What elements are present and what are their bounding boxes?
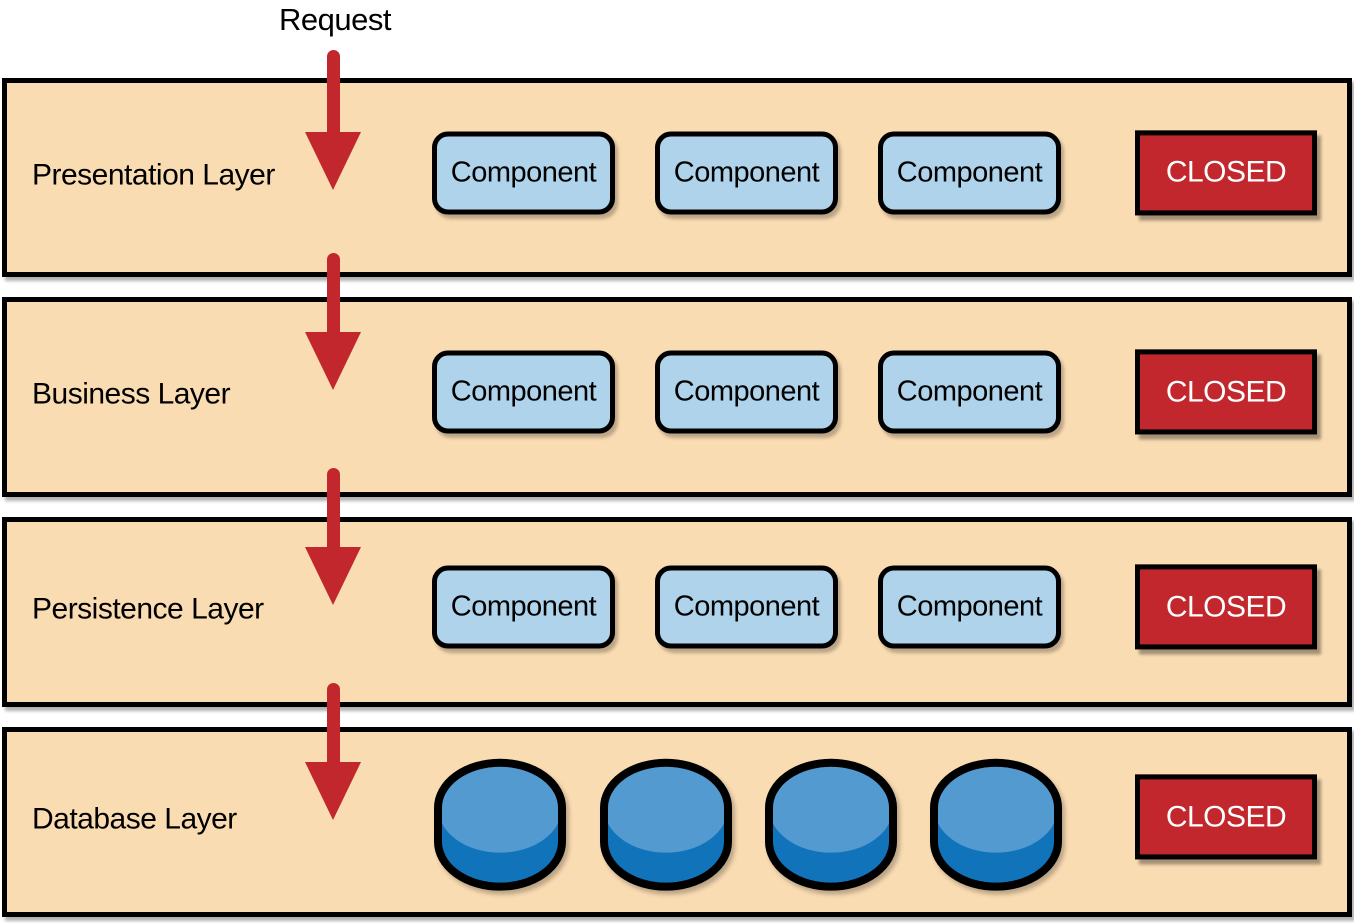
component-box: Component <box>655 131 838 215</box>
closed-status-badge: CLOSED <box>1135 564 1317 650</box>
component-box: Component <box>655 565 838 649</box>
arrow-head-icon <box>305 762 361 820</box>
arrow-head-icon <box>305 132 361 190</box>
component-box: Component <box>878 565 1061 649</box>
component-box: Component <box>878 131 1061 215</box>
arrow-shaft <box>326 468 340 549</box>
database-icon <box>765 758 897 891</box>
closed-status-badge: CLOSED <box>1135 129 1317 215</box>
component-box: Component <box>432 131 615 215</box>
database-icon <box>930 758 1062 891</box>
arrow-head-icon <box>305 332 361 390</box>
layer-label: Database Layer <box>32 802 237 836</box>
layer-label: Persistence Layer <box>32 592 264 626</box>
arrow-shaft <box>326 50 340 134</box>
request-label: Request <box>279 2 391 37</box>
arrow-head-icon <box>305 547 361 605</box>
component-box: Component <box>432 565 615 649</box>
layer-label: Business Layer <box>32 377 231 411</box>
arrow-shaft <box>326 683 340 764</box>
component-box: Component <box>878 350 1061 434</box>
request-flow-arrow <box>305 468 361 605</box>
database-icon <box>600 758 732 891</box>
layer-persistence: Persistence Layer Component Component Co… <box>2 517 1352 707</box>
layer-business: Business Layer Component Component Compo… <box>2 297 1352 497</box>
closed-status-badge: CLOSED <box>1135 349 1317 435</box>
request-flow-arrow <box>305 683 361 820</box>
closed-status-badge: CLOSED <box>1135 774 1317 860</box>
layer-presentation: Presentation Layer Component Component C… <box>2 78 1352 277</box>
component-box: Component <box>432 350 615 434</box>
database-icon <box>434 758 566 891</box>
layer-label: Presentation Layer <box>32 157 275 191</box>
layer-database: Database Layer CLOSED <box>2 727 1352 917</box>
arrow-shaft <box>326 253 340 334</box>
request-flow-arrow <box>305 253 361 390</box>
component-box: Component <box>655 350 838 434</box>
request-flow-arrow <box>305 50 361 190</box>
